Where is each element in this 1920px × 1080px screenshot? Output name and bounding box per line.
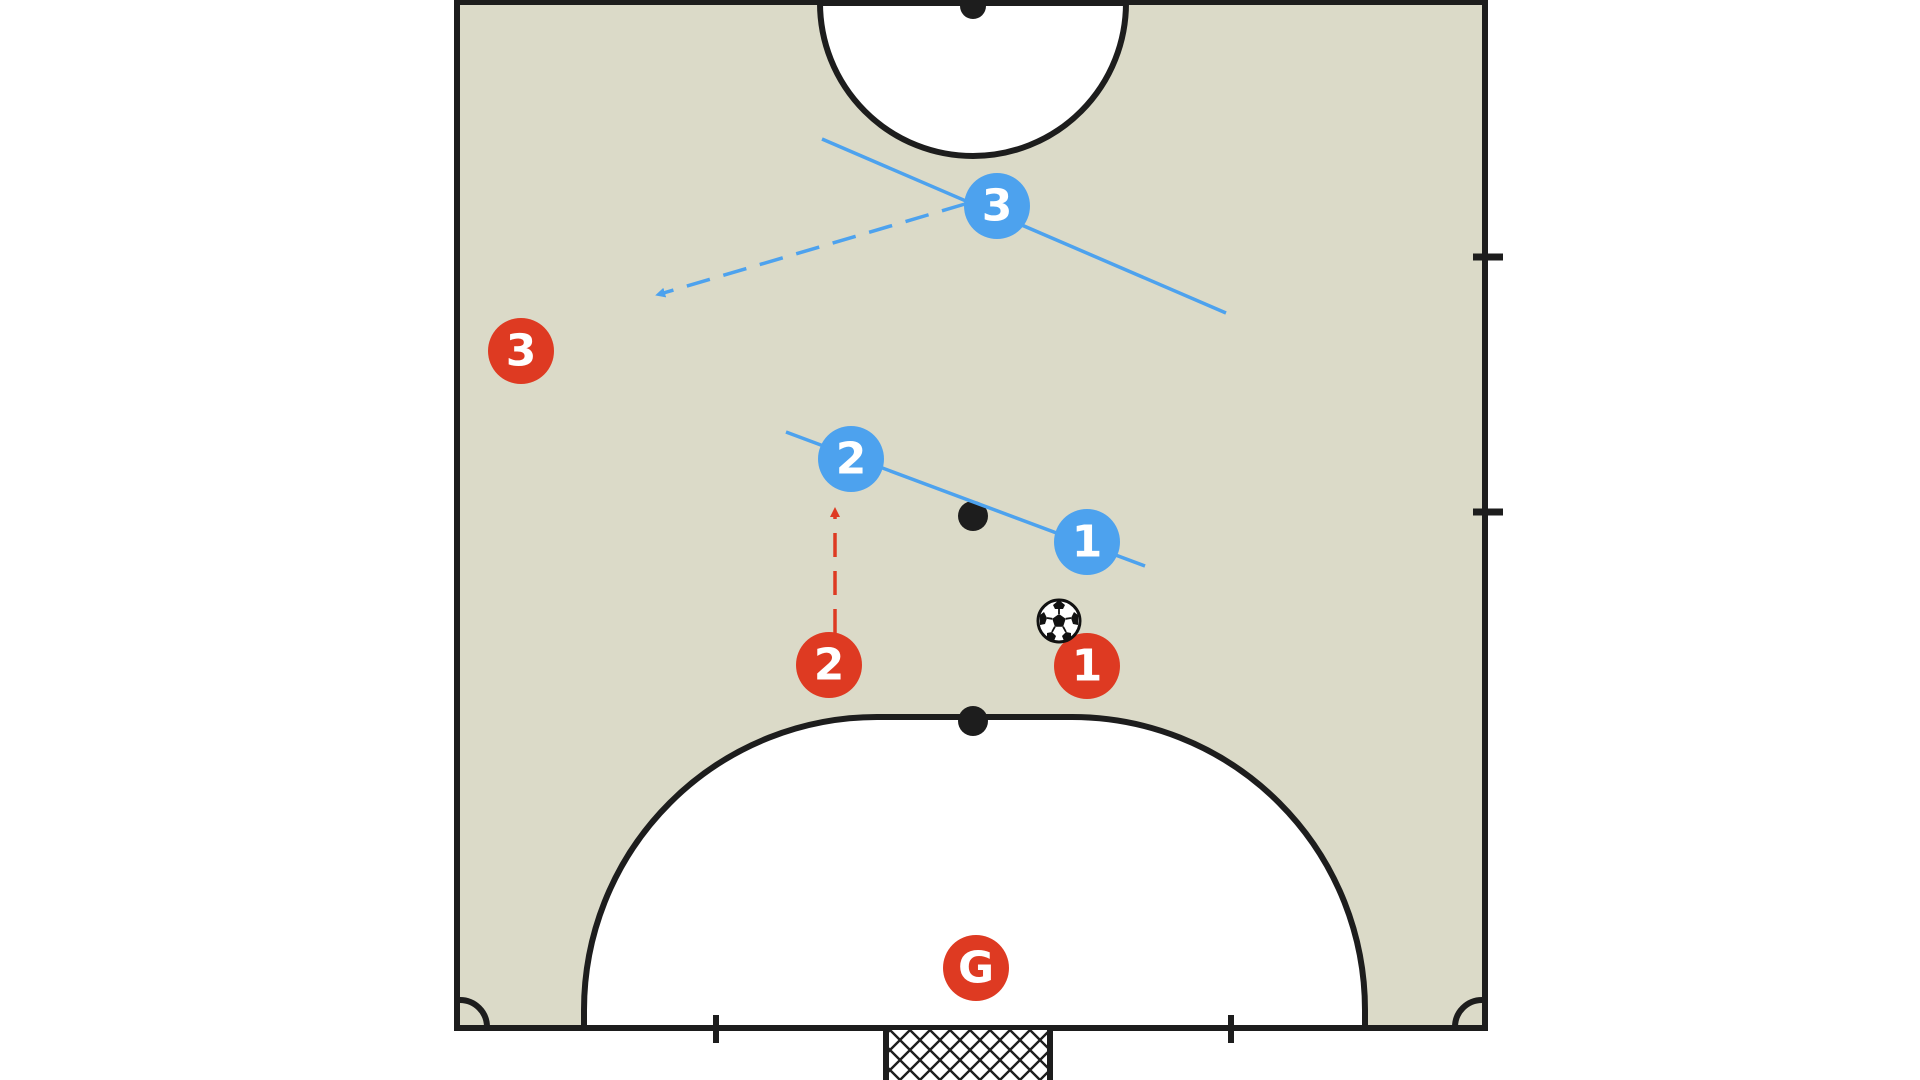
blue-player-2-number: 2: [836, 434, 867, 485]
corner-arc-right: [1452, 997, 1483, 1028]
red-player-3-marker: [488, 318, 554, 384]
blue-3-run-arrow: [655, 202, 966, 298]
court: [454, 0, 1503, 1080]
center-circle: [816, 0, 1130, 159]
red-player-1-marker: [1054, 633, 1120, 699]
red-player-3[interactable]: 3: [488, 318, 554, 384]
second-penalty-spot: [958, 501, 988, 531]
center-spot: [960, 0, 986, 19]
blue-player-3-number: 3: [982, 181, 1013, 232]
blue-player-1-marker: [1054, 509, 1120, 575]
goal-net-icon: [883, 1030, 1053, 1080]
red-goalkeeper-marker: [943, 935, 1009, 1001]
blue-player-1[interactable]: 1: [1054, 509, 1120, 575]
penalty-area: [581, 714, 1368, 1031]
blue-player-1-number: 1: [1072, 517, 1103, 568]
blue-player-3-marker: [964, 173, 1030, 239]
corner-arc-left: [459, 997, 490, 1028]
blue-player-2[interactable]: 2: [818, 426, 884, 492]
red-player-2-marker: [796, 632, 862, 698]
blue-3-coverage-line: [821, 137, 1227, 315]
blue-player-3[interactable]: 3: [964, 173, 1030, 239]
blue-player-2-marker: [818, 426, 884, 492]
red-player-2[interactable]: 2: [796, 632, 862, 698]
penalty-spot: [958, 706, 988, 736]
red-goalkeeper[interactable]: G: [943, 935, 1009, 1001]
red-player-1-number: 1: [1072, 641, 1103, 692]
red-player-1[interactable]: 1: [1054, 633, 1120, 699]
red-player-3-number: 3: [506, 326, 537, 377]
soccer-ball-icon[interactable]: [1036, 598, 1082, 644]
red-player-2-number: 2: [814, 640, 845, 691]
red-goalkeeper-letter: G: [958, 943, 994, 994]
